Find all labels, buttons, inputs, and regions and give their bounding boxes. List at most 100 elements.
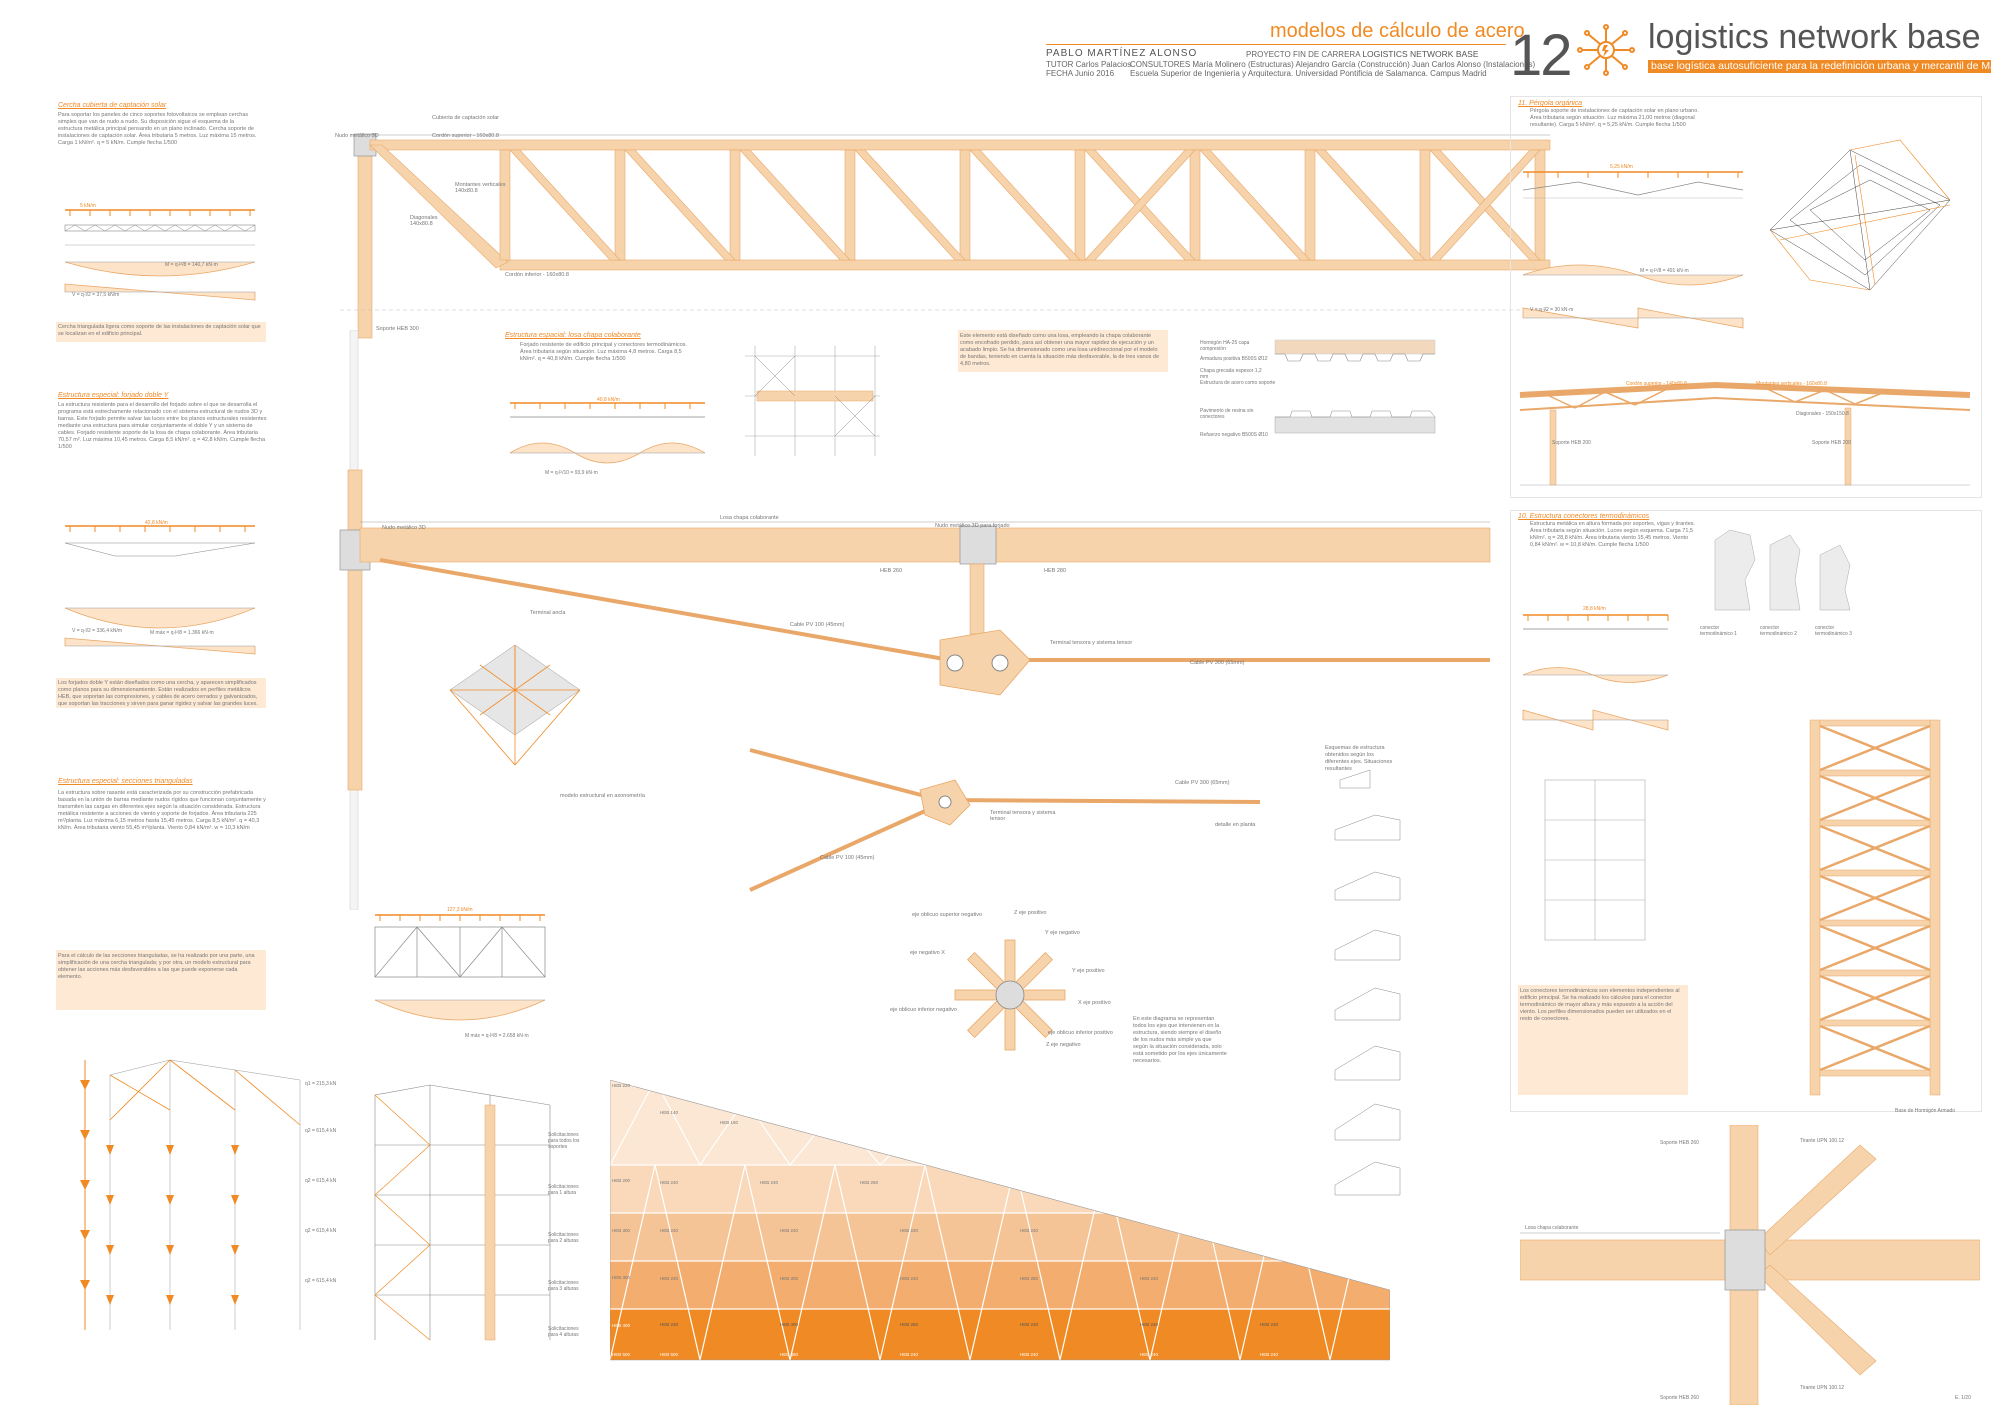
conector2-label: conector termodinámico 2 bbox=[1760, 625, 1797, 637]
cordon-inf-label: Cordón inferior - 160x80.8 bbox=[505, 272, 569, 278]
note-forjado: Los forjados doble Y están diseñados com… bbox=[58, 680, 258, 707]
node-axis-diagram bbox=[954, 939, 1066, 1051]
profile-r1-1: HEB 160 bbox=[720, 1120, 739, 1125]
axis-x-neg: eje negativo X bbox=[910, 950, 945, 956]
axo-model-label: modelo estructural en axonometría bbox=[560, 793, 645, 799]
tirante-top-label: Tirante UPN 100.12 bbox=[1800, 1138, 1845, 1144]
conectores-plan bbox=[1544, 779, 1646, 941]
project-title: logistics network base bbox=[1648, 18, 1981, 56]
slab-label-4: Estructura de acero como soporte bbox=[1200, 380, 1276, 386]
profile-left-4: HEB 300 bbox=[612, 1275, 631, 1280]
profile-r4-1: HEB 300 bbox=[780, 1276, 799, 1281]
load-q2a: q2 = 615,4 kN bbox=[305, 1128, 337, 1134]
sol-todos: Solicitaciones para todos los soportes bbox=[548, 1132, 580, 1150]
base-hormigon-label: Base de Hormigón Armado bbox=[1895, 1108, 1956, 1114]
pergola-montantes: Montantes verticales - 160x80.8 bbox=[1756, 381, 1827, 387]
section-text-conectores: Estructura metálica en altura formada po… bbox=[1530, 521, 1696, 548]
losa-load-diagram bbox=[509, 402, 706, 464]
conectores-sketches bbox=[1714, 529, 1851, 611]
udl-s1: 5 kN/m bbox=[80, 203, 96, 209]
pergola-elevation bbox=[1519, 381, 1971, 486]
soporte-top-label: Soporte HEB 260 bbox=[1660, 1140, 1699, 1146]
axonometric-model bbox=[449, 644, 581, 766]
moment-s4: M = q·l²/10 = 93,9 kN·m bbox=[545, 470, 598, 476]
moment-s2: M máx = q·l²/8 = 1.366 kN·m bbox=[150, 630, 214, 636]
cable4-label: Cable PV 100 (45mm) bbox=[820, 855, 875, 861]
section-text-forjado: La estructura resistente para el desarro… bbox=[58, 402, 267, 450]
slab-label-5: Pavimento de resina sin conectores bbox=[1200, 408, 1254, 420]
sol-2: Solicitaciones para 2 alturas bbox=[548, 1232, 579, 1244]
cordon-sup-label: Cordón superior - 160x80.8 bbox=[432, 133, 499, 139]
load-scheme-stack bbox=[1334, 769, 1401, 1196]
moment-s1: M = q·l²/8 = 140,7 kN·m bbox=[165, 262, 218, 268]
slab-section bbox=[1274, 339, 1436, 434]
profile-r5-5: HEB 240 bbox=[1260, 1322, 1279, 1327]
section-text-losa: Forjado resistente de edificio principal… bbox=[520, 342, 687, 362]
pergola-load-diagrams bbox=[1522, 171, 1744, 329]
tirante-bottom-label: Tirante UPN 100.12 bbox=[1800, 1385, 1845, 1391]
consultores: CONSULTORES María Molinero (Estructuras)… bbox=[1130, 60, 1536, 69]
conectores-panel bbox=[1510, 510, 1982, 1112]
load-q2b: q2 = 615,4 kN bbox=[305, 1178, 337, 1184]
profile-left-2: HEB 200 bbox=[612, 1178, 631, 1183]
axis-sup-neg: eje oblicuo superior negativo bbox=[912, 912, 983, 918]
axis-y-neg: Y eje negativo bbox=[1045, 930, 1080, 936]
heb260-label: HEB 260 bbox=[880, 568, 903, 574]
pergola-soporte-a: Soporte HEB 200 bbox=[1552, 440, 1591, 446]
profile-r4-2: HEB 240 bbox=[900, 1276, 919, 1281]
network-logo-icon bbox=[1577, 24, 1635, 76]
main-truss-elevation bbox=[340, 133, 1551, 339]
section-title-cercha: Cercha cubierta de captación solar bbox=[58, 102, 167, 109]
pergola-moment: M = q·l²/8 = 491 kN·m bbox=[1640, 268, 1689, 274]
profile-left-6: HEB 500 bbox=[612, 1352, 631, 1357]
conector3-label: conector termodinámico 3 bbox=[1815, 625, 1852, 637]
section-title-losa: Estructura espacial: losa chapa colabora… bbox=[505, 332, 641, 339]
nudo3d-label: Nudo metálico 3D bbox=[335, 133, 379, 139]
profile-left-3: HEB 300 bbox=[612, 1228, 631, 1233]
section-title-pergola: 11. Pérgola orgánica bbox=[1518, 100, 1583, 107]
conectores-load-diagrams bbox=[1522, 614, 1669, 731]
sol-4: Solicitaciones para 4 alturas bbox=[548, 1326, 579, 1338]
axis-z-neg: Z eje negativo bbox=[1046, 1042, 1081, 1048]
school: Escuela Superior de Ingeniería y Arquite… bbox=[1130, 69, 1487, 78]
moment-s3: M máx = q·l²/8 = 2.658 kN·m bbox=[465, 1033, 529, 1039]
losa-plan-grid bbox=[745, 346, 880, 456]
section-text-secciones: La estructura sobre rasante está caracte… bbox=[58, 790, 266, 831]
cable3-label: Cable PV 300 (65mm) bbox=[1175, 780, 1230, 786]
profile-r4-0: HEB 240 bbox=[660, 1276, 679, 1281]
profile-r2-2: HEB 260 bbox=[860, 1180, 879, 1185]
note-box-forjado bbox=[56, 678, 266, 708]
cable1-label: Cable PV 100 (45mm) bbox=[790, 622, 845, 628]
axis-inf-neg: eje oblicuo inferior negativo bbox=[890, 1007, 957, 1013]
slab-label-6: Refuerzo negativo B500S Ø10 bbox=[1200, 432, 1268, 438]
profile-r2-1: HEB 240 bbox=[760, 1180, 779, 1185]
profile-r6-3: HEB 240 bbox=[1020, 1352, 1039, 1357]
conectores-elevation bbox=[1809, 719, 1941, 1096]
diagonales-label: Diagonales 140x80.8 bbox=[410, 215, 438, 227]
note-box-secciones bbox=[56, 950, 266, 1010]
connection-detail bbox=[1520, 1125, 1980, 1405]
profile-r6-5: HEB 240 bbox=[1260, 1352, 1279, 1357]
subject-title: modelos de cálculo de acero bbox=[1270, 20, 1525, 42]
profile-r5-0: HEB 240 bbox=[660, 1322, 679, 1327]
slab-label-3: Chapa grecada espesor 1,2 mm bbox=[1200, 368, 1262, 380]
esquemas-label: Esquemas de estructura obtenidos según l… bbox=[1325, 745, 1393, 772]
udl-s6: 28,8 kN/m bbox=[1583, 606, 1606, 612]
note-secciones: Para el cálculo de las secciones triangu… bbox=[58, 953, 255, 980]
note-losa: Este elemento está diseñado como una los… bbox=[960, 333, 1160, 367]
heb-triangulated-section bbox=[610, 1079, 1390, 1361]
losa-label: Losa chapa colaborante bbox=[720, 515, 779, 521]
axis-diagram-note: En este diagrama se representan todos lo… bbox=[1133, 1016, 1227, 1064]
axis-z-pos: Z eje positivo bbox=[1014, 910, 1047, 916]
nudo3d-floor-label: Nudo metálico 3D para forjado bbox=[935, 523, 1010, 529]
section-title-forjado: Estructura especial: forjado doble Y bbox=[58, 392, 169, 399]
load-q2d: q2 = 615,4 kN bbox=[305, 1278, 337, 1284]
note-cercha: Cercha triangulada ligera como soporte d… bbox=[58, 324, 261, 337]
profile-r6-2: HEB 240 bbox=[900, 1352, 919, 1357]
section-title-conectores: 10. Estructura conectores termodinámicos bbox=[1518, 513, 1650, 520]
tutor: TUTOR Carlos Palacios bbox=[1046, 60, 1132, 69]
profile-r6-0: HEB 500 bbox=[660, 1352, 679, 1357]
pergola-diag: Diagonales - 150x150.8 bbox=[1796, 411, 1849, 417]
note-conectores: Los conectores termodinámicos son elemen… bbox=[1520, 988, 1680, 1022]
pergola-3d-model bbox=[1769, 139, 1951, 291]
